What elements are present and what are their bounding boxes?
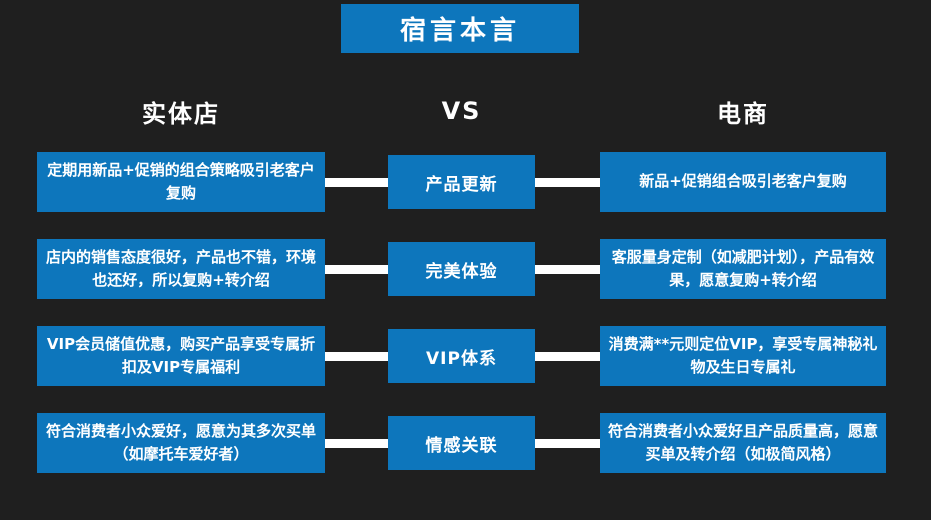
left-box-text: 定期用新品+促销的组合策略吸引老客户复购 (47, 160, 315, 202)
center-box-text: 情感关联 (425, 435, 498, 456)
left-box-text: 店内的销售态度很好，产品也不错，环境也还好，所以复购+转介绍 (45, 247, 316, 289)
column-header-ecommerce: 电商 (717, 99, 769, 128)
comparison-row: 定期用新品+促销的组合策略吸引老客户复购 产品更新 新品+促销组合吸引老客户复购 (37, 152, 886, 212)
page-title-text: 宿言本言 (399, 16, 520, 46)
comparison-row: 店内的销售态度很好，产品也不错，环境也还好，所以复购+转介绍 完美体验 客服量身… (37, 239, 886, 299)
left-box: 店内的销售态度很好，产品也不错，环境也还好，所以复购+转介绍 (37, 239, 325, 299)
connector-line (535, 177, 600, 187)
comparison-rows: 定期用新品+促销的组合策略吸引老客户复购 产品更新 新品+促销组合吸引老客户复购… (37, 152, 886, 473)
center-box: VIP体系 (388, 329, 535, 383)
left-box-text: 符合消费者小众爱好，愿意为其多次买单（如摩托车爱好者） (45, 421, 316, 463)
right-box: 客服量身定制（如减肥计划），产品有效果，愿意复购+转介绍 (600, 239, 886, 299)
connector-line (325, 177, 388, 187)
center-box-text: 完美体验 (425, 261, 498, 282)
left-box: 符合消费者小众爱好，愿意为其多次买单（如摩托车爱好者） (37, 413, 325, 473)
right-box-text: 符合消费者小众爱好且产品质量高，愿意买单及转介绍（如极简风格） (607, 421, 878, 463)
right-box: 消费满**元则定位VIP，享受专属神秘礼物及生日专属礼 (600, 326, 886, 386)
comparison-row: VIP会员储值优惠，购买产品享受专属折扣及VIP专属福利 VIP体系 消费满**… (37, 326, 886, 386)
connector-line (535, 264, 600, 274)
right-box: 符合消费者小众爱好且产品质量高，愿意买单及转介绍（如极简风格） (600, 413, 886, 473)
center-box: 产品更新 (388, 155, 535, 209)
right-box: 新品+促销组合吸引老客户复购 (600, 152, 886, 212)
connector-line (325, 438, 388, 448)
right-box-text: 消费满**元则定位VIP，享受专属神秘礼物及生日专属礼 (608, 334, 878, 376)
left-box: 定期用新品+促销的组合策略吸引老客户复购 (37, 152, 325, 212)
column-header-vs: VS (441, 97, 482, 125)
center-box-text: 产品更新 (425, 174, 498, 195)
right-box-text: 客服量身定制（如减肥计划），产品有效果，愿意复购+转介绍 (611, 247, 875, 289)
right-box-text: 新品+促销组合吸引老客户复购 (639, 172, 847, 191)
left-box: VIP会员储值优惠，购买产品享受专属折扣及VIP专属福利 (37, 326, 325, 386)
connector-line (325, 351, 388, 361)
connector-line (325, 264, 388, 274)
connector-line (535, 351, 600, 361)
center-box-text: VIP体系 (426, 348, 497, 369)
left-box-text: VIP会员储值优惠，购买产品享受专属折扣及VIP专属福利 (46, 334, 316, 376)
column-header-physical-store: 实体店 (142, 99, 220, 128)
center-box: 情感关联 (388, 416, 535, 470)
center-box: 完美体验 (388, 242, 535, 296)
comparison-row: 符合消费者小众爱好，愿意为其多次买单（如摩托车爱好者） 情感关联 符合消费者小众… (37, 413, 886, 473)
connector-line (535, 438, 600, 448)
page-title: 宿言本言 (341, 4, 579, 53)
